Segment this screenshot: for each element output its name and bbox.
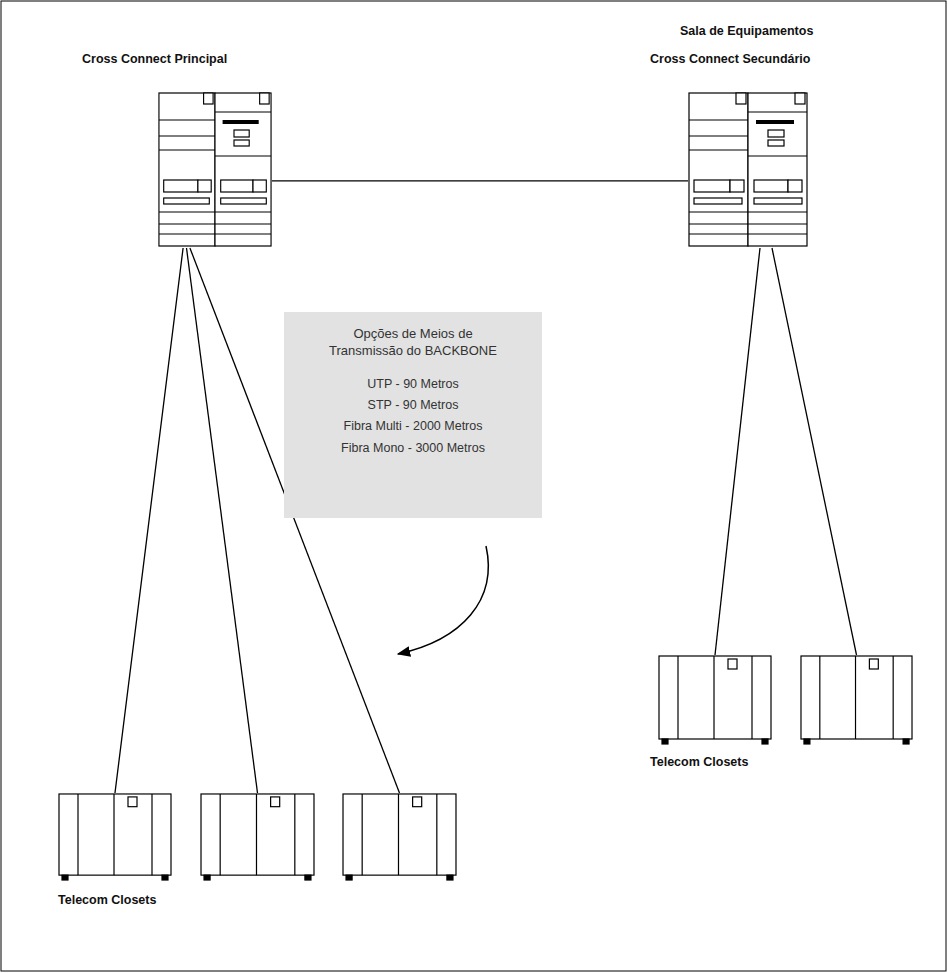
telecom-closet [342,793,457,881]
closet-outline [200,793,315,881]
backbone-cable [772,248,857,655]
closet-caption: Telecom Closets [650,755,748,769]
closet-outline [342,793,457,881]
rack-outline [158,92,272,248]
cross-connect-rack: Cross Connect Secundário [688,92,808,248]
backbone-cable [272,180,688,181]
rack-title: Cross Connect Principal [82,52,227,66]
closet-outline [58,793,172,881]
backbone-cable [115,248,183,793]
cross-connect-rack: Cross Connect Principal [158,92,272,248]
rack-title: Cross Connect Secundário [650,52,810,66]
backbone-cable [715,248,760,655]
rack-outline [688,92,808,248]
info-panel: Opções de Meios de Transmissão do BACKBO… [284,312,542,518]
medium-option: Fibra Mono - 3000 Metros [300,440,526,456]
callout-arrow [398,546,488,654]
telecom-closet [200,793,315,881]
medium-option: UTP - 90 Metros [300,376,526,392]
telecom-closet: Telecom Closets [658,655,772,745]
room-label: Sala de Equipamentos [680,24,813,38]
closet-caption: Telecom Closets [58,893,156,907]
panel-heading: Opções de Meios de Transmissão do BACKBO… [318,326,508,360]
medium-option: STP - 90 Metros [300,397,526,413]
telecom-closet: Telecom Closets [58,793,172,881]
closet-outline [658,655,772,745]
telecom-closet [800,655,913,745]
medium-option: Fibra Multi - 2000 Metros [300,418,526,434]
closet-outline [800,655,913,745]
